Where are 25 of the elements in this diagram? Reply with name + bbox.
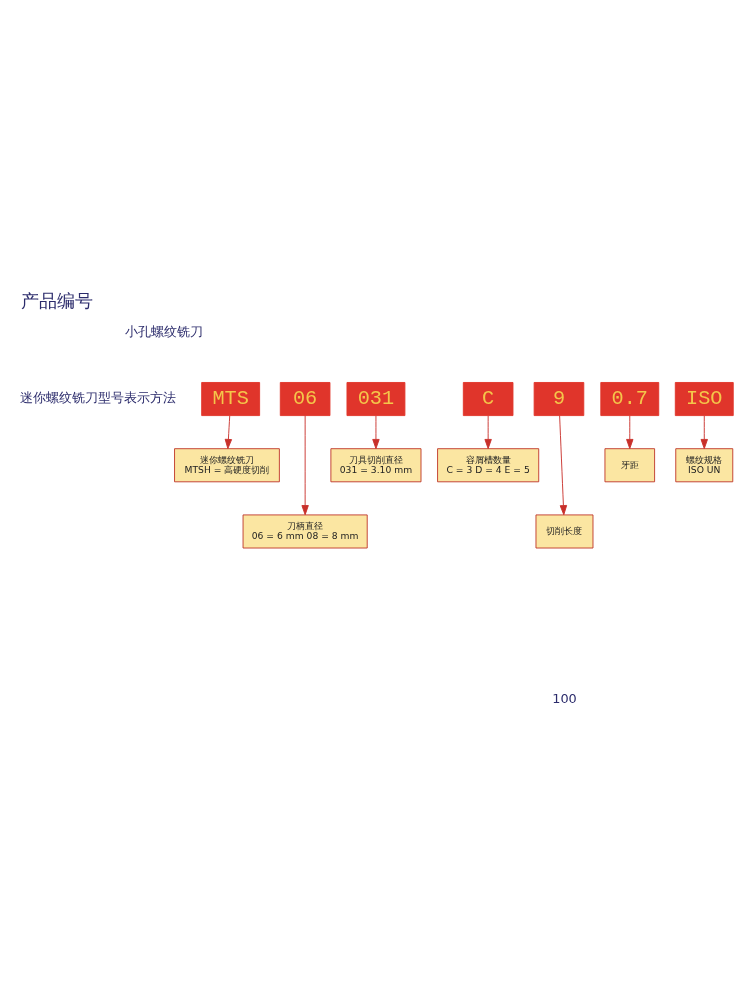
node-box: C (462, 381, 514, 416)
node-box: 切削长度 (535, 513, 594, 548)
label: 100 (552, 690, 577, 706)
arrow (224, 414, 233, 449)
arrow (559, 414, 568, 515)
node-box: MTS (201, 381, 261, 416)
node-box: 0.7 (600, 381, 660, 416)
node-box: 容屑槽数量 C = 3 D = 4 E = 5 (437, 447, 540, 482)
arrow (484, 414, 492, 449)
node-box: 迷你螺纹铣刀 MTSH = 高硬度切削 (174, 447, 280, 482)
node-box: 06 (279, 381, 331, 416)
arrow (700, 414, 708, 449)
label: 迷你螺纹铣刀型号表示方法 (20, 389, 177, 405)
node-box: 031 (346, 381, 406, 416)
node-box: 刀柄直径 06 = 6 mm 08 = 8 mm (242, 513, 368, 548)
label: 小孔螺纹铣刀 (125, 323, 204, 339)
diagram-title: 产品编号 (20, 289, 93, 311)
arrow (301, 414, 309, 515)
node-box: 牙距 (604, 447, 656, 482)
arrow (372, 414, 380, 449)
node-box: 螺纹规格 ISO UN (675, 447, 734, 482)
arrow (626, 414, 634, 449)
node-box: 刀具切削直径 031 = 3.10 mm (330, 447, 422, 482)
node-box: 9 (533, 381, 585, 416)
node-box: ISO (674, 381, 734, 416)
